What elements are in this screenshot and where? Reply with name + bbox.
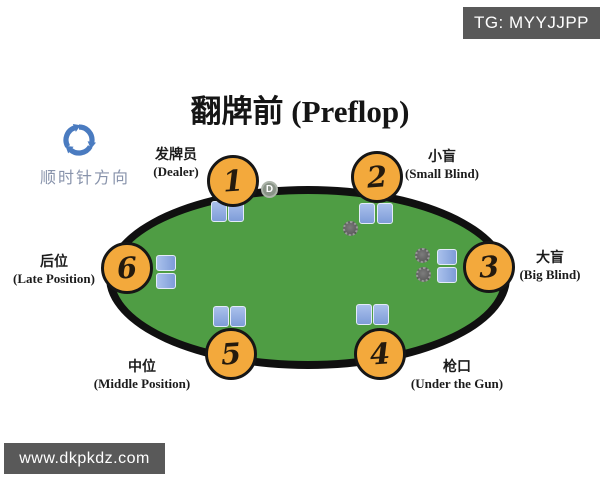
big-blind-chip-icon [415,248,430,263]
seat-label-zh: 大盲 [536,251,564,266]
website-watermark: www.dkpkdz.com [4,443,165,474]
seat-label-zh: 发牌员 [155,148,197,163]
seat-5-middle-position: 5 [205,328,257,380]
dealer-button: D [261,181,278,198]
seat-1-dealer: 1 [207,155,259,207]
seat-5-label: 中位 (Middle Position) [78,359,206,391]
seat-number: 6 [115,249,139,286]
hole-cards-seat3 [437,249,457,265]
hole-cards-seat6 [156,255,176,271]
hole-cards-seat4 [356,304,372,325]
seat-label-zh: 中位 [128,360,156,375]
website-watermark-text: www.dkpkdz.com [19,449,150,467]
page-title: 翻牌前 (Preflop) [190,94,410,129]
hole-cards-seat2 [359,203,375,224]
seat-6-label: 后位 (Late Position) [0,254,108,286]
clockwise-arrows-icon [63,123,96,156]
hole-cards-seat4 [373,304,389,325]
seat-label-zh: 后位 [40,255,68,270]
hole-cards-seat2 [377,203,393,224]
seat-4-label: 枪口 (Under the Gun) [391,359,523,391]
small-blind-chip-icon [343,221,358,236]
seat-label-en: (Middle Position) [93,376,191,391]
hole-cards-seat3 [437,267,457,283]
telegram-watermark: TG: MYYJJPP [463,7,600,39]
seat-3-big-blind: 3 [463,241,515,293]
seat-label-zh: 小盲 [428,150,456,165]
seat-label-en: (Dealer) [153,164,199,179]
seat-label-zh: 枪口 [443,360,471,375]
seat-number: 5 [219,335,243,372]
seat-1-label: 发牌员 (Dealer) [121,147,231,179]
seat-label-en: (Big Blind) [519,267,581,282]
seat-label-en: (Under the Gun) [410,376,504,391]
seat-2-label: 小盲 (Small Blind) [383,149,501,181]
hole-cards-seat5 [213,306,229,327]
seat-label-en: (Late Position) [13,271,95,286]
big-blind-chip-icon [416,267,431,282]
hole-cards-seat6 [156,273,176,289]
seat-4-under-the-gun: 4 [354,328,406,380]
seat-2-small-blind: 2 [351,151,403,203]
seat-number: 3 [477,248,501,285]
clockwise-direction-label: 顺时针方向 [39,170,130,187]
seat-3-label: 大盲 (Big Blind) [504,250,596,282]
seat-number: 4 [368,335,392,372]
telegram-watermark-text: TG: MYYJJPP [473,13,590,32]
seat-6-late-position: 6 [101,242,153,294]
seat-label-en: (Small Blind) [404,166,480,181]
hole-cards-seat5 [230,306,246,327]
